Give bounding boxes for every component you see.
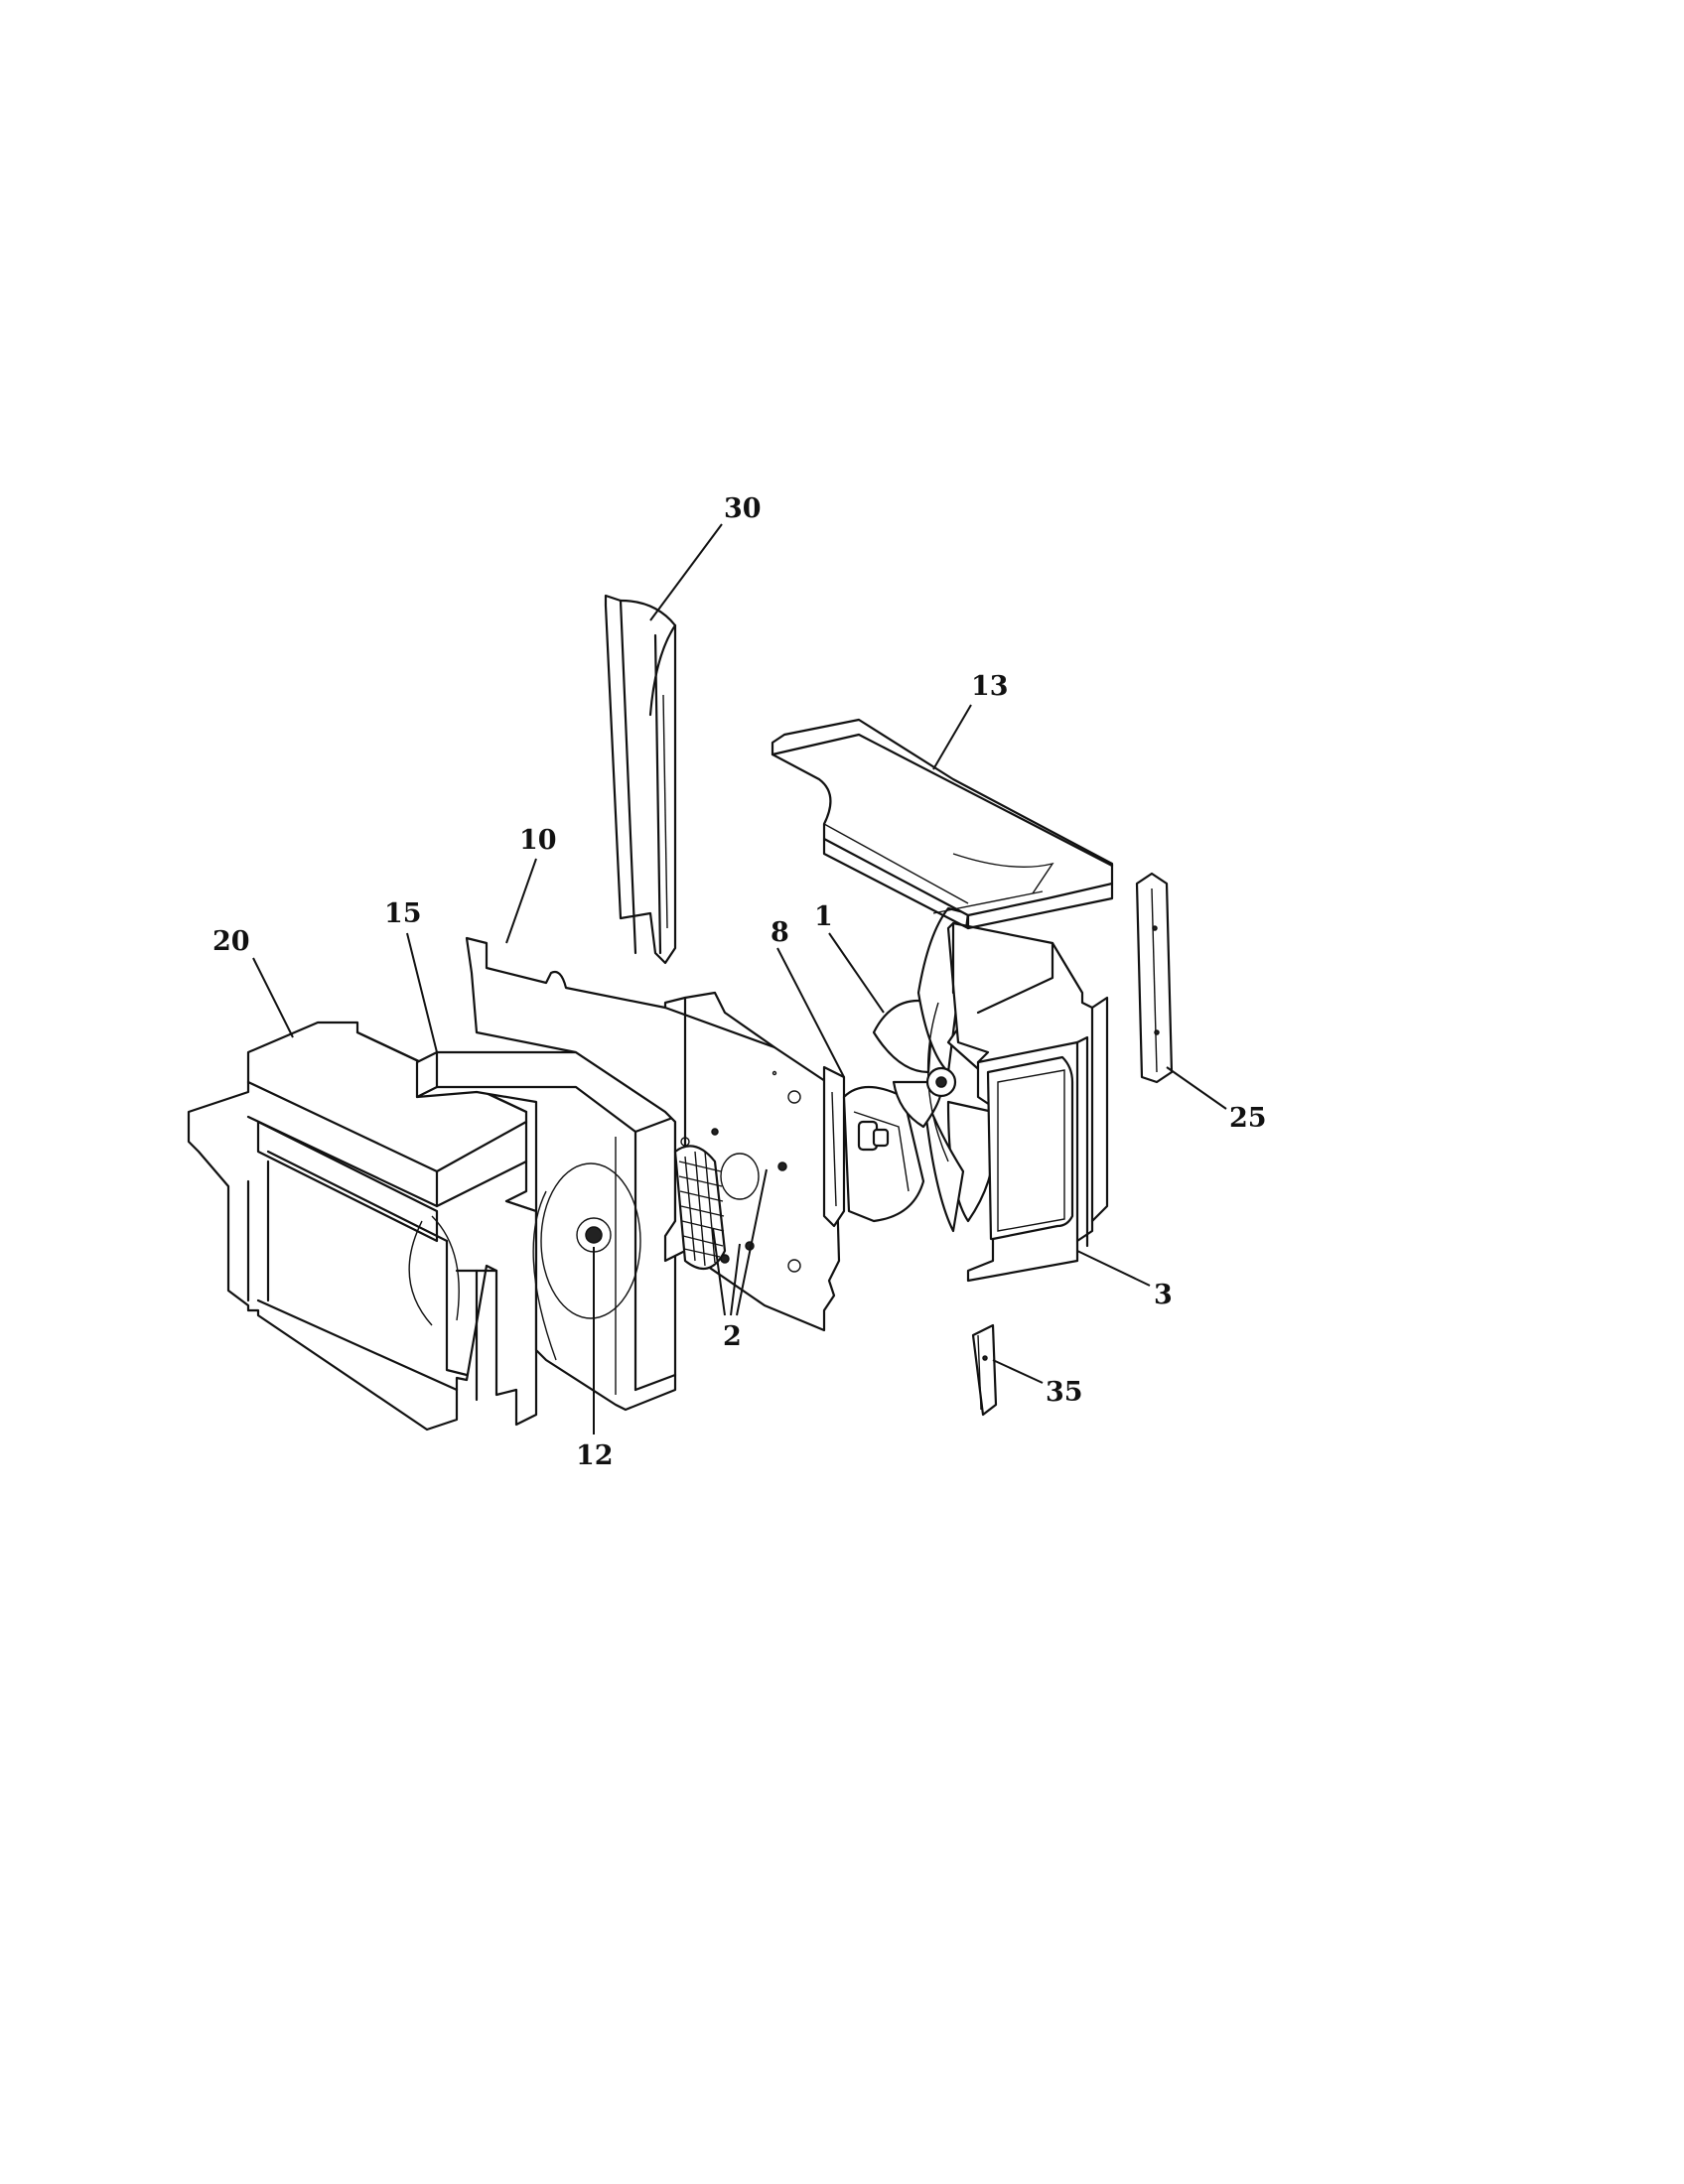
callout-12: 12 bbox=[576, 1440, 614, 1471]
callout-10: 10 bbox=[519, 825, 557, 856]
part-13-top-cover bbox=[771, 718, 1114, 930]
part-20-front-frame bbox=[187, 1021, 538, 1432]
callout-8: 8 bbox=[771, 917, 789, 948]
callout-labels: 30 13 10 15 20 8 1 25 3 2 35 12 bbox=[212, 493, 1267, 1471]
callout-25: 25 bbox=[1229, 1103, 1267, 1134]
part-25-side-bracket bbox=[1135, 872, 1174, 1084]
callout-2: 2 bbox=[723, 1321, 742, 1352]
part-3-condenser-coil bbox=[946, 921, 1109, 1283]
callout-13: 13 bbox=[971, 671, 1009, 702]
callout-1: 1 bbox=[814, 901, 833, 932]
part-10-partition-panel bbox=[465, 936, 841, 1332]
leader-lines bbox=[252, 523, 1227, 1434]
callout-20: 20 bbox=[212, 926, 250, 957]
part-8-fan-motor bbox=[822, 1065, 925, 1228]
callout-35: 35 bbox=[1046, 1377, 1083, 1408]
part-30-vertical-shroud bbox=[604, 594, 677, 965]
callout-15: 15 bbox=[384, 898, 422, 929]
callout-3: 3 bbox=[1154, 1280, 1173, 1310]
part-35-small-bracket bbox=[971, 1323, 998, 1417]
callout-30: 30 bbox=[724, 493, 762, 524]
